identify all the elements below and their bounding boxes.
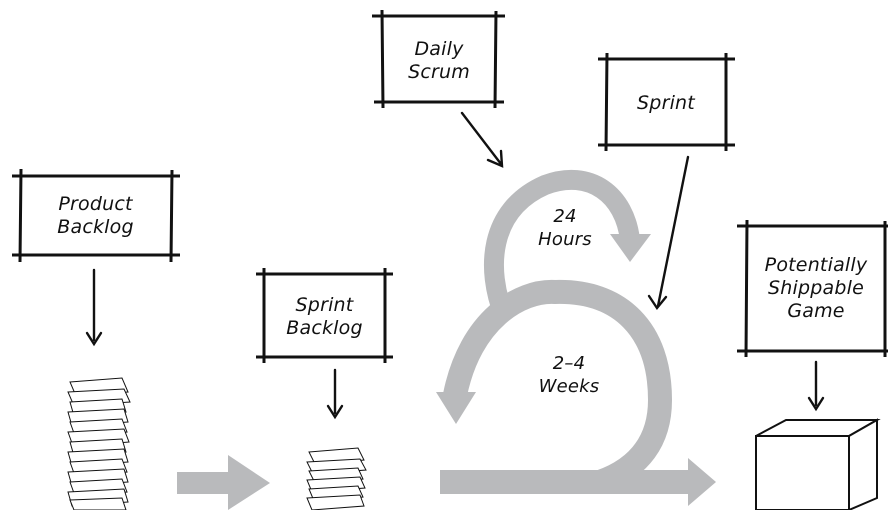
sprint-backlog-line1: Sprint xyxy=(295,294,354,316)
daily-scrum-arrow xyxy=(460,111,503,166)
daily-scrum-box xyxy=(372,9,505,109)
daily-loop-line1: 24 xyxy=(553,206,577,227)
daily-scrum-line2: Scrum xyxy=(408,61,470,83)
product-backlog-box xyxy=(12,168,180,263)
flow-arrows xyxy=(440,170,690,494)
shippable-game-arrowhead xyxy=(807,396,825,412)
sprint-arrow xyxy=(656,155,690,308)
shippable-game-line1: Potentially xyxy=(764,254,868,276)
shippable-game-line3: Game xyxy=(787,300,845,322)
sprint-backlog-label: Sprint Backlog xyxy=(264,278,385,356)
shippable-game-label: Potentially Shippable Game xyxy=(747,228,885,349)
sprint-backlog-box xyxy=(256,268,393,363)
sprint-line1: Sprint xyxy=(637,91,695,114)
product-backlog-line2: Backlog xyxy=(57,215,134,238)
sprint-backlog-stack-icon xyxy=(306,447,367,510)
sprint-label: Sprint xyxy=(606,64,726,142)
backlog-arrowhead xyxy=(228,455,270,510)
daily-loop-label: 24 Hours xyxy=(530,205,600,251)
daily-loop-arrowhead xyxy=(610,234,651,262)
boxes xyxy=(12,9,888,363)
flow-arrowheads xyxy=(177,234,716,510)
sprint-arrowhead xyxy=(647,294,668,311)
sprint-backlog-line2: Backlog xyxy=(286,317,363,339)
hand-arrows xyxy=(85,111,825,420)
exit-arrowhead xyxy=(688,458,716,506)
sprint-box xyxy=(598,52,735,152)
product-backlog-stack-icon xyxy=(67,377,131,510)
sprint-backlog-arrowhead xyxy=(326,404,344,420)
sprint-loop-line1: 2–4 xyxy=(552,353,586,374)
game-box-icon xyxy=(755,418,881,510)
shippable-game-box xyxy=(737,219,888,358)
daily-loop-line2: Hours xyxy=(538,229,592,250)
product-backlog-label: Product Backlog xyxy=(20,178,171,253)
sprint-loop-arc xyxy=(440,279,673,494)
shippable-game-line2: Shippable xyxy=(768,277,864,299)
sprint-loop-arrowhead xyxy=(436,392,476,424)
product-backlog-arrowhead xyxy=(85,331,103,347)
product-backlog-line1: Product xyxy=(58,192,133,215)
sprint-loop-line2: Weeks xyxy=(538,376,600,397)
daily-scrum-label: Daily Scrum xyxy=(382,22,496,100)
backlog-arrow-shaft xyxy=(177,472,229,494)
sprint-loop-label: 2–4 Weeks xyxy=(524,352,614,398)
daily-scrum-arrowhead xyxy=(486,149,504,168)
daily-loop-arc xyxy=(483,170,640,319)
daily-scrum-line1: Daily xyxy=(414,38,464,60)
